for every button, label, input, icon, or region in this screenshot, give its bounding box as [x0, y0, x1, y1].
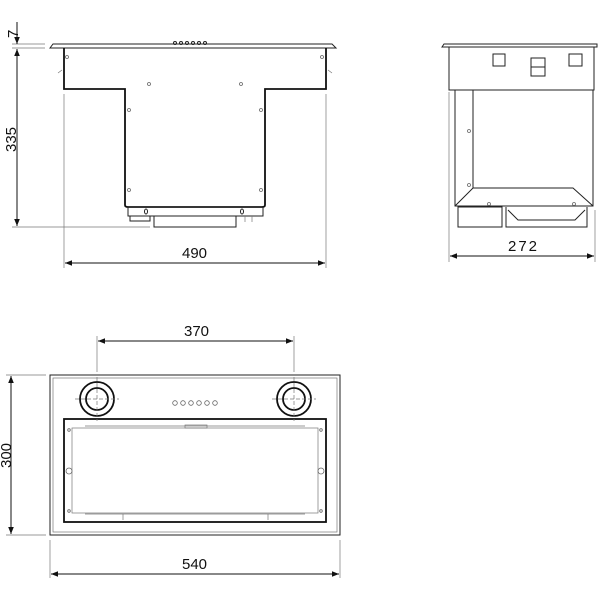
side-filter-box [457, 206, 503, 228]
filter-tray [153, 215, 237, 228]
control-panel-buttons [172, 400, 218, 406]
bottom-outer-frame [49, 374, 341, 536]
dim-bottom-depth: 300 [0, 443, 15, 468]
duct-outlet-left [75, 377, 119, 421]
side-view: 272 [441, 43, 598, 262]
side-lower-housing [454, 89, 594, 207]
dim-top-thickness: 7 [5, 30, 22, 38]
control-buttons [173, 41, 207, 45]
bottom-panel [127, 206, 264, 217]
dim-side-depth: 272 [508, 238, 539, 255]
front-view: 7 335 490 [3, 22, 338, 268]
fixing-slot [240, 208, 244, 215]
dim-duct-spacing: 370 [184, 323, 209, 340]
top-plate [49, 43, 338, 49]
dim-bottom-width: 540 [182, 556, 207, 573]
fixing-slot [144, 208, 148, 215]
hood-body [63, 48, 327, 208]
filter-frame [63, 418, 327, 523]
side-upper-box [448, 46, 595, 91]
dim-height: 335 [3, 127, 20, 152]
dim-front-width: 490 [182, 245, 207, 262]
bottom-view: 370 300 540 [0, 323, 341, 578]
duct-outlet-right [272, 377, 316, 421]
